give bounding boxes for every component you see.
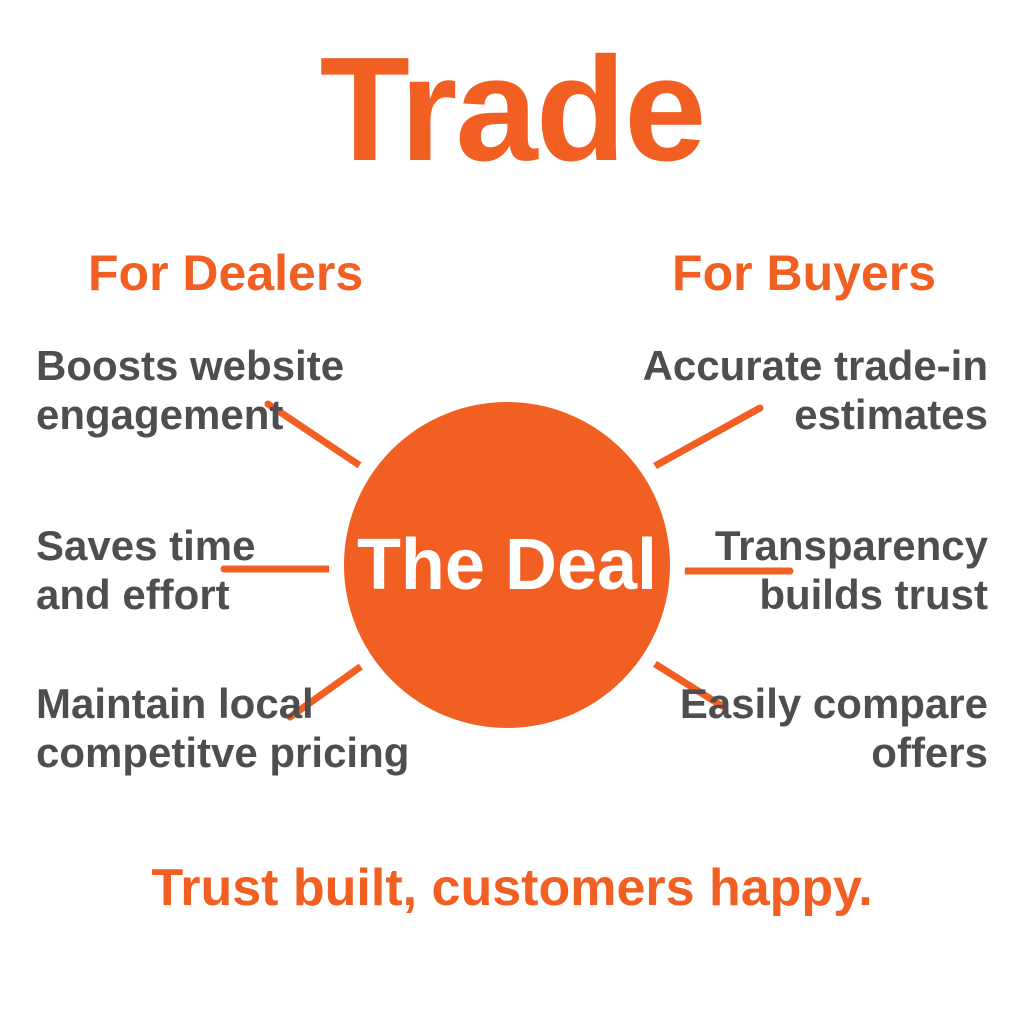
page-title: Trade: [319, 27, 707, 192]
dealer-benefit-local-pricing: Maintain local competitve pricing: [36, 680, 410, 777]
dealer-benefit-website-engagement: Boosts website engagement: [36, 342, 345, 439]
connector-line-dealers-3: [286, 661, 367, 721]
buyer-benefit-compare-offers: Easily compare offers: [679, 680, 988, 777]
central-deal-circle: The Deal: [329, 387, 685, 743]
buyer-benefit-transparency: Transparency builds trust: [714, 522, 988, 619]
connector-line-buyers-1: [651, 404, 764, 470]
buyers-column-heading: For Buyers: [672, 245, 936, 301]
connector-line-dealers-1: [264, 400, 366, 471]
tagline: Trust built, customers happy.: [151, 859, 873, 917]
dealer-benefit-saves-time: Saves time and effort: [36, 522, 256, 619]
dealers-column-heading: For Dealers: [88, 245, 364, 301]
connector-line-buyers-3: [648, 658, 726, 710]
central-deal-label: The Deal: [356, 525, 658, 605]
buyer-benefit-accurate-estimates: Accurate trade-in estimates: [642, 342, 988, 439]
